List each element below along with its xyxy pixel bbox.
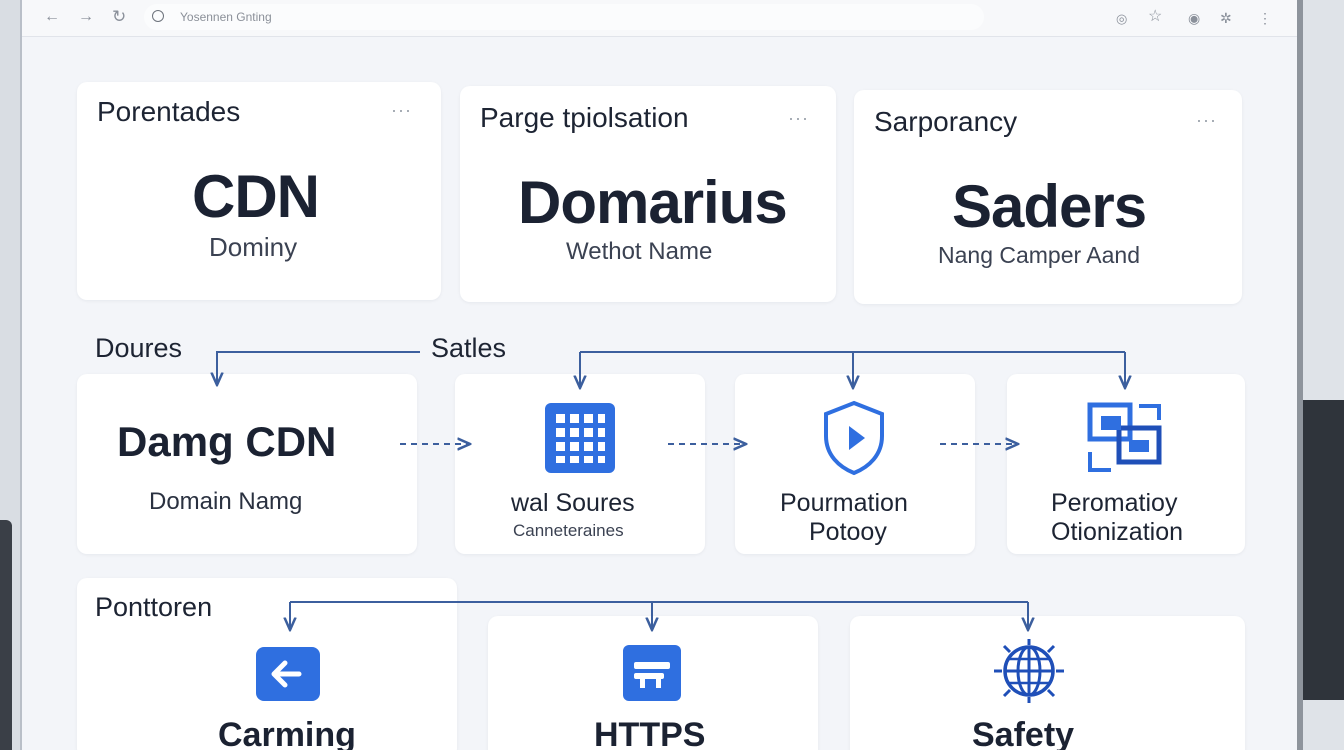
domain-cdn-card[interactable]: Damg CDN Domain Namg bbox=[77, 374, 417, 554]
card-value: CDN bbox=[192, 163, 320, 230]
back-arrow-tile-icon bbox=[256, 647, 320, 701]
bottom-card-caching[interactable]: Carming bbox=[77, 578, 457, 750]
card-title: Sarporancy bbox=[874, 106, 1018, 137]
section-label-doures: Doures bbox=[95, 333, 183, 363]
transform-icon bbox=[1087, 402, 1162, 472]
site-info-icon[interactable] bbox=[152, 10, 164, 22]
extensions-icon[interactable]: ✲ bbox=[1220, 10, 1232, 26]
address-bar[interactable]: Yosennen Gnting bbox=[144, 4, 984, 30]
feature-sublabel: Potooy bbox=[809, 518, 887, 546]
grid-icon bbox=[545, 403, 615, 473]
bottom-card-https[interactable]: HTTPS bbox=[488, 616, 818, 750]
more-options-icon[interactable]: ··· bbox=[1196, 110, 1217, 130]
card-subtitle: Nang Camper Aand bbox=[938, 242, 1141, 268]
feature-card-sources[interactable]: wal Soures Canneteraines bbox=[455, 374, 705, 554]
browser-window: ← → ↻ Yosennen Gnting ◎ ☆ ◉ ✲ ⋮ Porentad… bbox=[20, 0, 1303, 750]
background-object bbox=[1300, 400, 1344, 700]
summary-card-2[interactable]: Parge tpiolsation ··· Domarius Wethot Na… bbox=[460, 86, 836, 302]
card-subtitle: Wethot Name bbox=[566, 238, 713, 265]
card-value: Domarius bbox=[518, 169, 788, 236]
summary-card-3[interactable]: Sarporancy ··· Saders Nang Camper Aand bbox=[854, 90, 1242, 304]
feature-label: wal Soures bbox=[511, 489, 635, 517]
star-icon[interactable]: ☆ bbox=[1148, 8, 1163, 25]
card-value: Saders bbox=[952, 173, 1147, 240]
card-title: Parge tpiolsation bbox=[480, 102, 689, 133]
forward-arrow-icon[interactable]: → bbox=[78, 8, 94, 25]
shield-icon bbox=[824, 400, 884, 476]
bottom-card-label: Safety bbox=[972, 716, 1075, 750]
browser-toolbar: ← → ↻ Yosennen Gnting ◎ ☆ ◉ ✲ ⋮ bbox=[22, 0, 1297, 37]
back-arrow-icon[interactable]: ← bbox=[44, 8, 60, 25]
more-options-icon[interactable]: ··· bbox=[391, 100, 412, 120]
chair-back bbox=[0, 520, 12, 750]
bottom-card-label: HTTPS bbox=[594, 716, 706, 750]
card-title: Porentades bbox=[97, 96, 241, 127]
menu-dots-icon[interactable]: ⋮ bbox=[1258, 10, 1272, 26]
server-tile-icon bbox=[623, 645, 681, 701]
domain-cdn-title: Damg CDN bbox=[117, 418, 337, 465]
globe-icon bbox=[994, 639, 1064, 703]
feature-card-protection[interactable]: Pourmation Potooy bbox=[735, 374, 975, 554]
reload-icon[interactable]: ↻ bbox=[112, 7, 127, 26]
feature-card-optimization[interactable]: Peromatioy Otionization bbox=[1007, 374, 1245, 554]
feature-label: Peromatioy bbox=[1051, 489, 1178, 517]
address-bar-url: Yosennen Gnting bbox=[180, 10, 272, 24]
summary-card-1[interactable]: Porentades ··· CDN Dominy bbox=[77, 82, 441, 300]
eye-icon[interactable]: ◎ bbox=[1116, 11, 1128, 26]
feature-label: Pourmation bbox=[780, 489, 908, 517]
section-label-satles: Satles bbox=[431, 333, 507, 363]
feature-sublabel: Canneteraines bbox=[513, 521, 624, 540]
bottom-card-safety[interactable]: Safety bbox=[850, 616, 1245, 750]
domain-cdn-subtitle: Domain Namg bbox=[149, 488, 303, 515]
bottom-card-label: Carming bbox=[218, 716, 356, 750]
more-options-icon[interactable]: ··· bbox=[788, 108, 809, 128]
section-label-ponttoren: Ponttoren bbox=[95, 592, 213, 622]
card-subtitle: Dominy bbox=[209, 232, 298, 262]
profile-icon[interactable]: ◉ bbox=[1188, 10, 1201, 26]
feature-sublabel: Otionization bbox=[1051, 518, 1184, 546]
